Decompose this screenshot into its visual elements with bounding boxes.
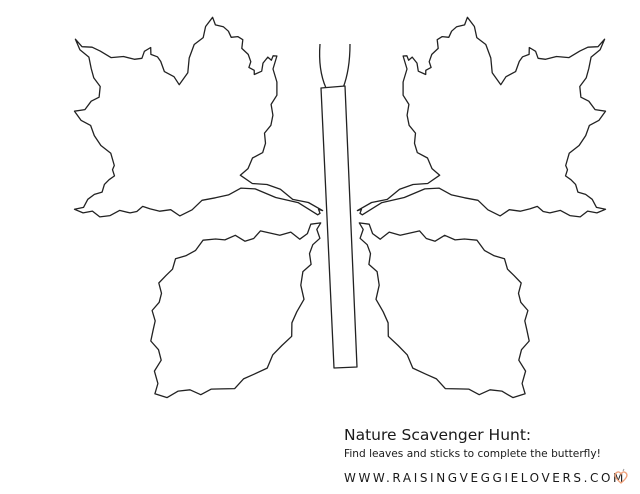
- stick-body: [320, 85, 358, 369]
- bottom-right-wing-leaf: [358, 222, 530, 399]
- worksheet-instructions: Find leaves and sticks to complete the b…: [344, 448, 601, 460]
- top-right-wing-leaf: [356, 16, 607, 218]
- bottom-left-wing-leaf: [150, 222, 322, 399]
- antenna-right: [342, 43, 351, 89]
- top-left-wing-leaf: [73, 16, 324, 218]
- worksheet-title: Nature Scavenger Hunt:: [344, 426, 532, 444]
- website-url: WWW.RAISINGVEGGIELOVERS.COM: [344, 471, 627, 485]
- heart-icon: [614, 468, 628, 484]
- antenna-left: [318, 43, 327, 89]
